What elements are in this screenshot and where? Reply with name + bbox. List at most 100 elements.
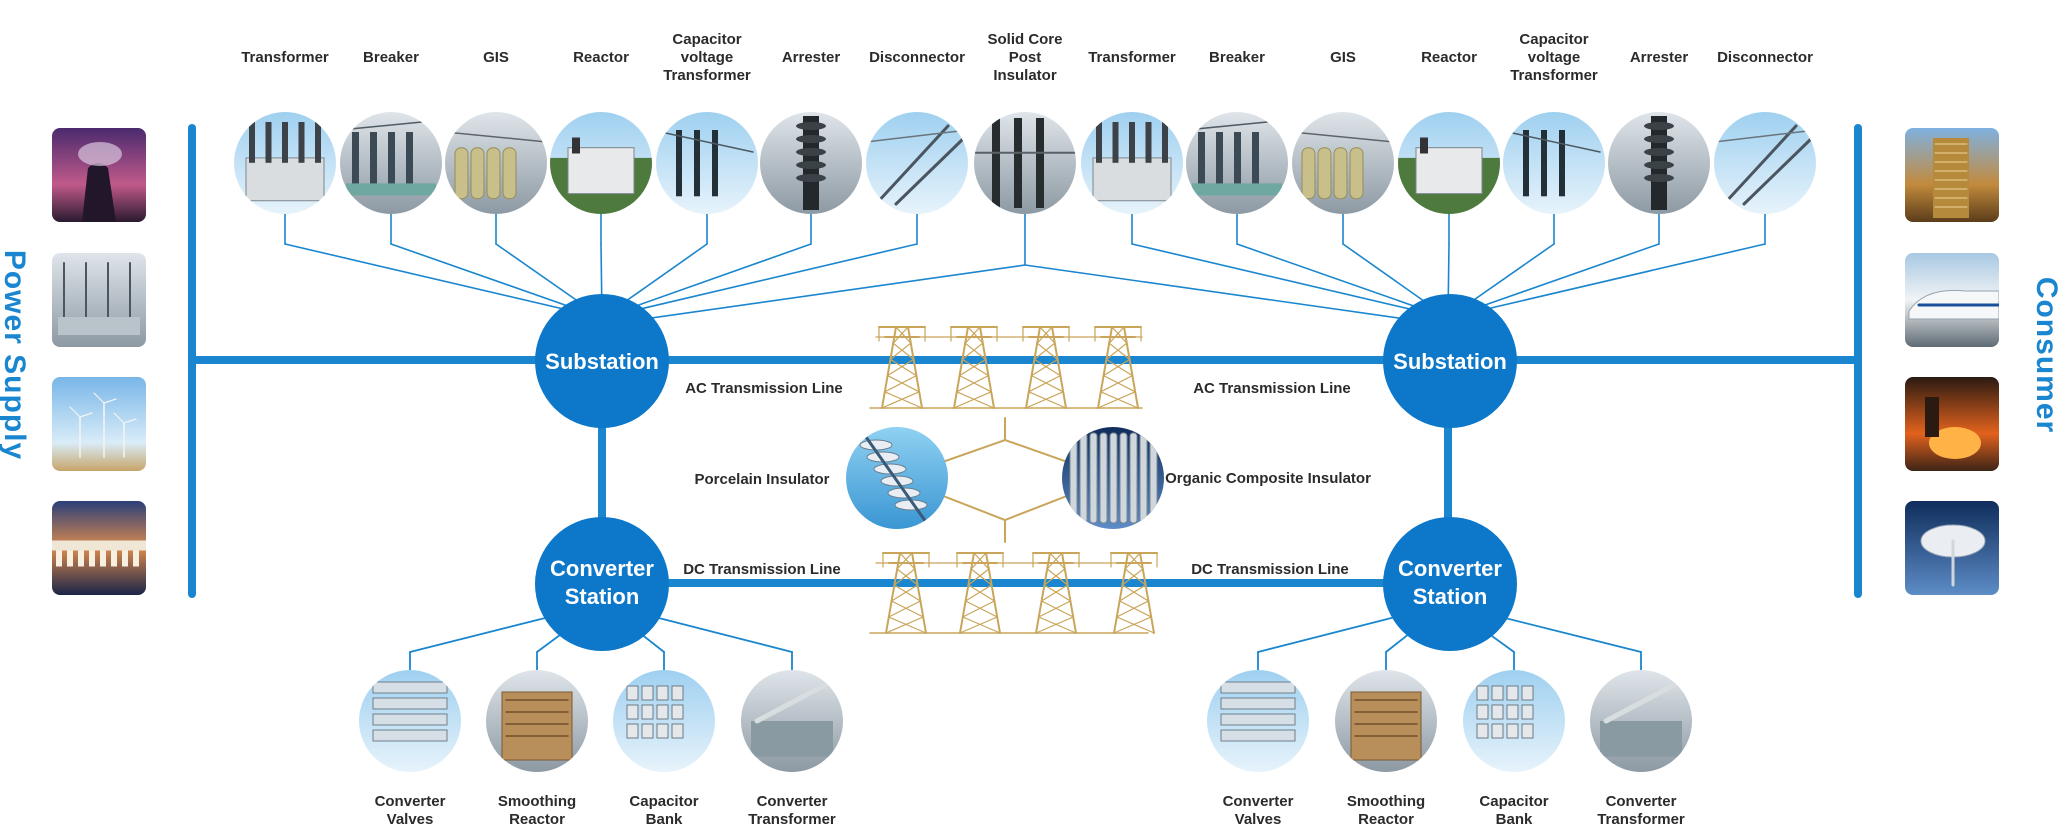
composite-insulator-label: Organic Composite Insulator [1165, 470, 1371, 487]
bottom-right-equipment-3-label-line-1: Capacitor [1479, 793, 1548, 810]
tower-brace [1111, 326, 1128, 344]
capacitor-unit-shape [1521, 704, 1534, 720]
equipment-shape [1192, 183, 1282, 196]
tower-brace [1030, 358, 1059, 377]
hub-label: Substation [545, 349, 659, 374]
post-insulator-shape [992, 118, 1000, 208]
tower-leg [979, 326, 995, 409]
top-right-equipment-7-label-line-1: Disconnector [1717, 49, 1813, 66]
top-left-equipment-4-label-line-1: Reactor [573, 49, 629, 66]
consumer-title: Consumer [2030, 276, 2062, 434]
disconnector-arm-shape [874, 124, 950, 206]
tower-brace [967, 326, 984, 344]
photo-content [550, 112, 652, 214]
breaker-pole-shape [370, 132, 377, 189]
tower-brace [892, 342, 915, 360]
capacitor-unit-shape [626, 704, 639, 720]
equipment-shape [245, 157, 325, 202]
wire-shape [660, 131, 754, 153]
tower-brace [892, 326, 909, 344]
tower-brace [973, 552, 990, 570]
tower-leg [1051, 326, 1067, 409]
tower-brace [964, 584, 993, 602]
breaker-pole-shape [406, 132, 413, 189]
capacitor-unit-shape [1476, 723, 1489, 739]
top-center-equipment-label-line-3: Insulator [993, 67, 1057, 84]
equipment-photo-convtrans [1590, 670, 1692, 772]
dc-line-label-right: DC Transmission Line [1191, 561, 1349, 578]
breaker-pole-shape [1198, 132, 1205, 189]
tower-brace [890, 584, 919, 602]
photo-content [359, 670, 461, 772]
capacitor-unit-shape [1521, 723, 1534, 739]
top-right-equipment-6-label-line-1: Arrester [1630, 49, 1689, 66]
bushing-shape [1096, 122, 1102, 163]
tower-brace [1039, 326, 1056, 344]
top-left-equipment-2-label-line-1: Breaker [363, 49, 419, 66]
tower-leg [1025, 326, 1041, 409]
valve-tier-shape [1220, 729, 1296, 742]
valve-tier-shape [372, 729, 448, 742]
photo-content [52, 128, 146, 222]
capacitor-unit-shape [641, 723, 654, 739]
bushing-shape [1162, 122, 1168, 163]
equipment-photo-breaker [340, 112, 442, 214]
capacitor-unit-shape [1491, 685, 1504, 701]
tower-brace [890, 600, 924, 618]
equipment-photo-convtrans [741, 670, 843, 772]
cvt-pole-shape [712, 130, 718, 197]
bushing-shape [1420, 137, 1428, 154]
photo-content [340, 112, 442, 214]
bushing-shape [282, 122, 288, 163]
equipment-connector-line [601, 243, 918, 319]
transmission-tower [1032, 552, 1080, 634]
equipment-photo-gis [445, 112, 547, 214]
ac-line-label-right: AC Transmission Line [1193, 380, 1351, 397]
capacitor-unit-shape [1506, 704, 1519, 720]
capacitor-unit-shape [1476, 685, 1489, 701]
photo-content [1714, 112, 1816, 214]
dam-gate-shape [67, 550, 73, 567]
photo-content [1186, 112, 1288, 214]
transmission-tower [1022, 326, 1070, 409]
capacitor-unit-shape [1506, 685, 1519, 701]
tower-leg [1123, 326, 1139, 409]
top-right-equipment-3-label-line-1: GIS [1330, 49, 1356, 66]
arrester-shed-shape [796, 161, 826, 169]
tower-brace [1121, 584, 1150, 602]
valve-tier-shape [372, 681, 448, 694]
photo-content [760, 112, 862, 214]
gis-tank-shape [470, 147, 485, 200]
tower-brace [1105, 342, 1128, 360]
gis-tank-shape [1301, 147, 1316, 200]
tower-brace [956, 375, 990, 393]
dam-gate-shape [89, 550, 95, 567]
valve-tier-shape [372, 713, 448, 726]
ac-line-label-left: AC Transmission Line [685, 380, 843, 397]
post-insulator-shape [1036, 118, 1044, 208]
top-right-equipment-5-label-line-2: voltage [1528, 49, 1581, 66]
tower-leg [953, 326, 969, 409]
equipment-shape [1092, 157, 1172, 202]
wire-shape [1507, 131, 1601, 153]
tower-leg [1035, 552, 1051, 634]
equipment-photo-gis [1292, 112, 1394, 214]
valve-tier-shape [372, 697, 448, 710]
arrester-shed-shape [796, 135, 826, 143]
turbine-blade-shape [123, 418, 137, 424]
photo-background [613, 670, 715, 772]
equipment-shape [567, 147, 635, 195]
wire-shape [1714, 129, 1816, 143]
transmission-tower [956, 552, 1004, 634]
equipment-connector-line [646, 614, 793, 653]
photo-content [1905, 377, 1999, 471]
tower-brace [1127, 552, 1144, 570]
photo-background [1463, 670, 1565, 772]
office-building-photo [1905, 128, 1999, 222]
tower-brace [1033, 342, 1056, 360]
capacitor-unit-shape [1506, 723, 1519, 739]
composite-shed-shape [1139, 432, 1148, 524]
equipment-photo-cvt [1503, 112, 1605, 214]
photo-content [974, 112, 1076, 214]
